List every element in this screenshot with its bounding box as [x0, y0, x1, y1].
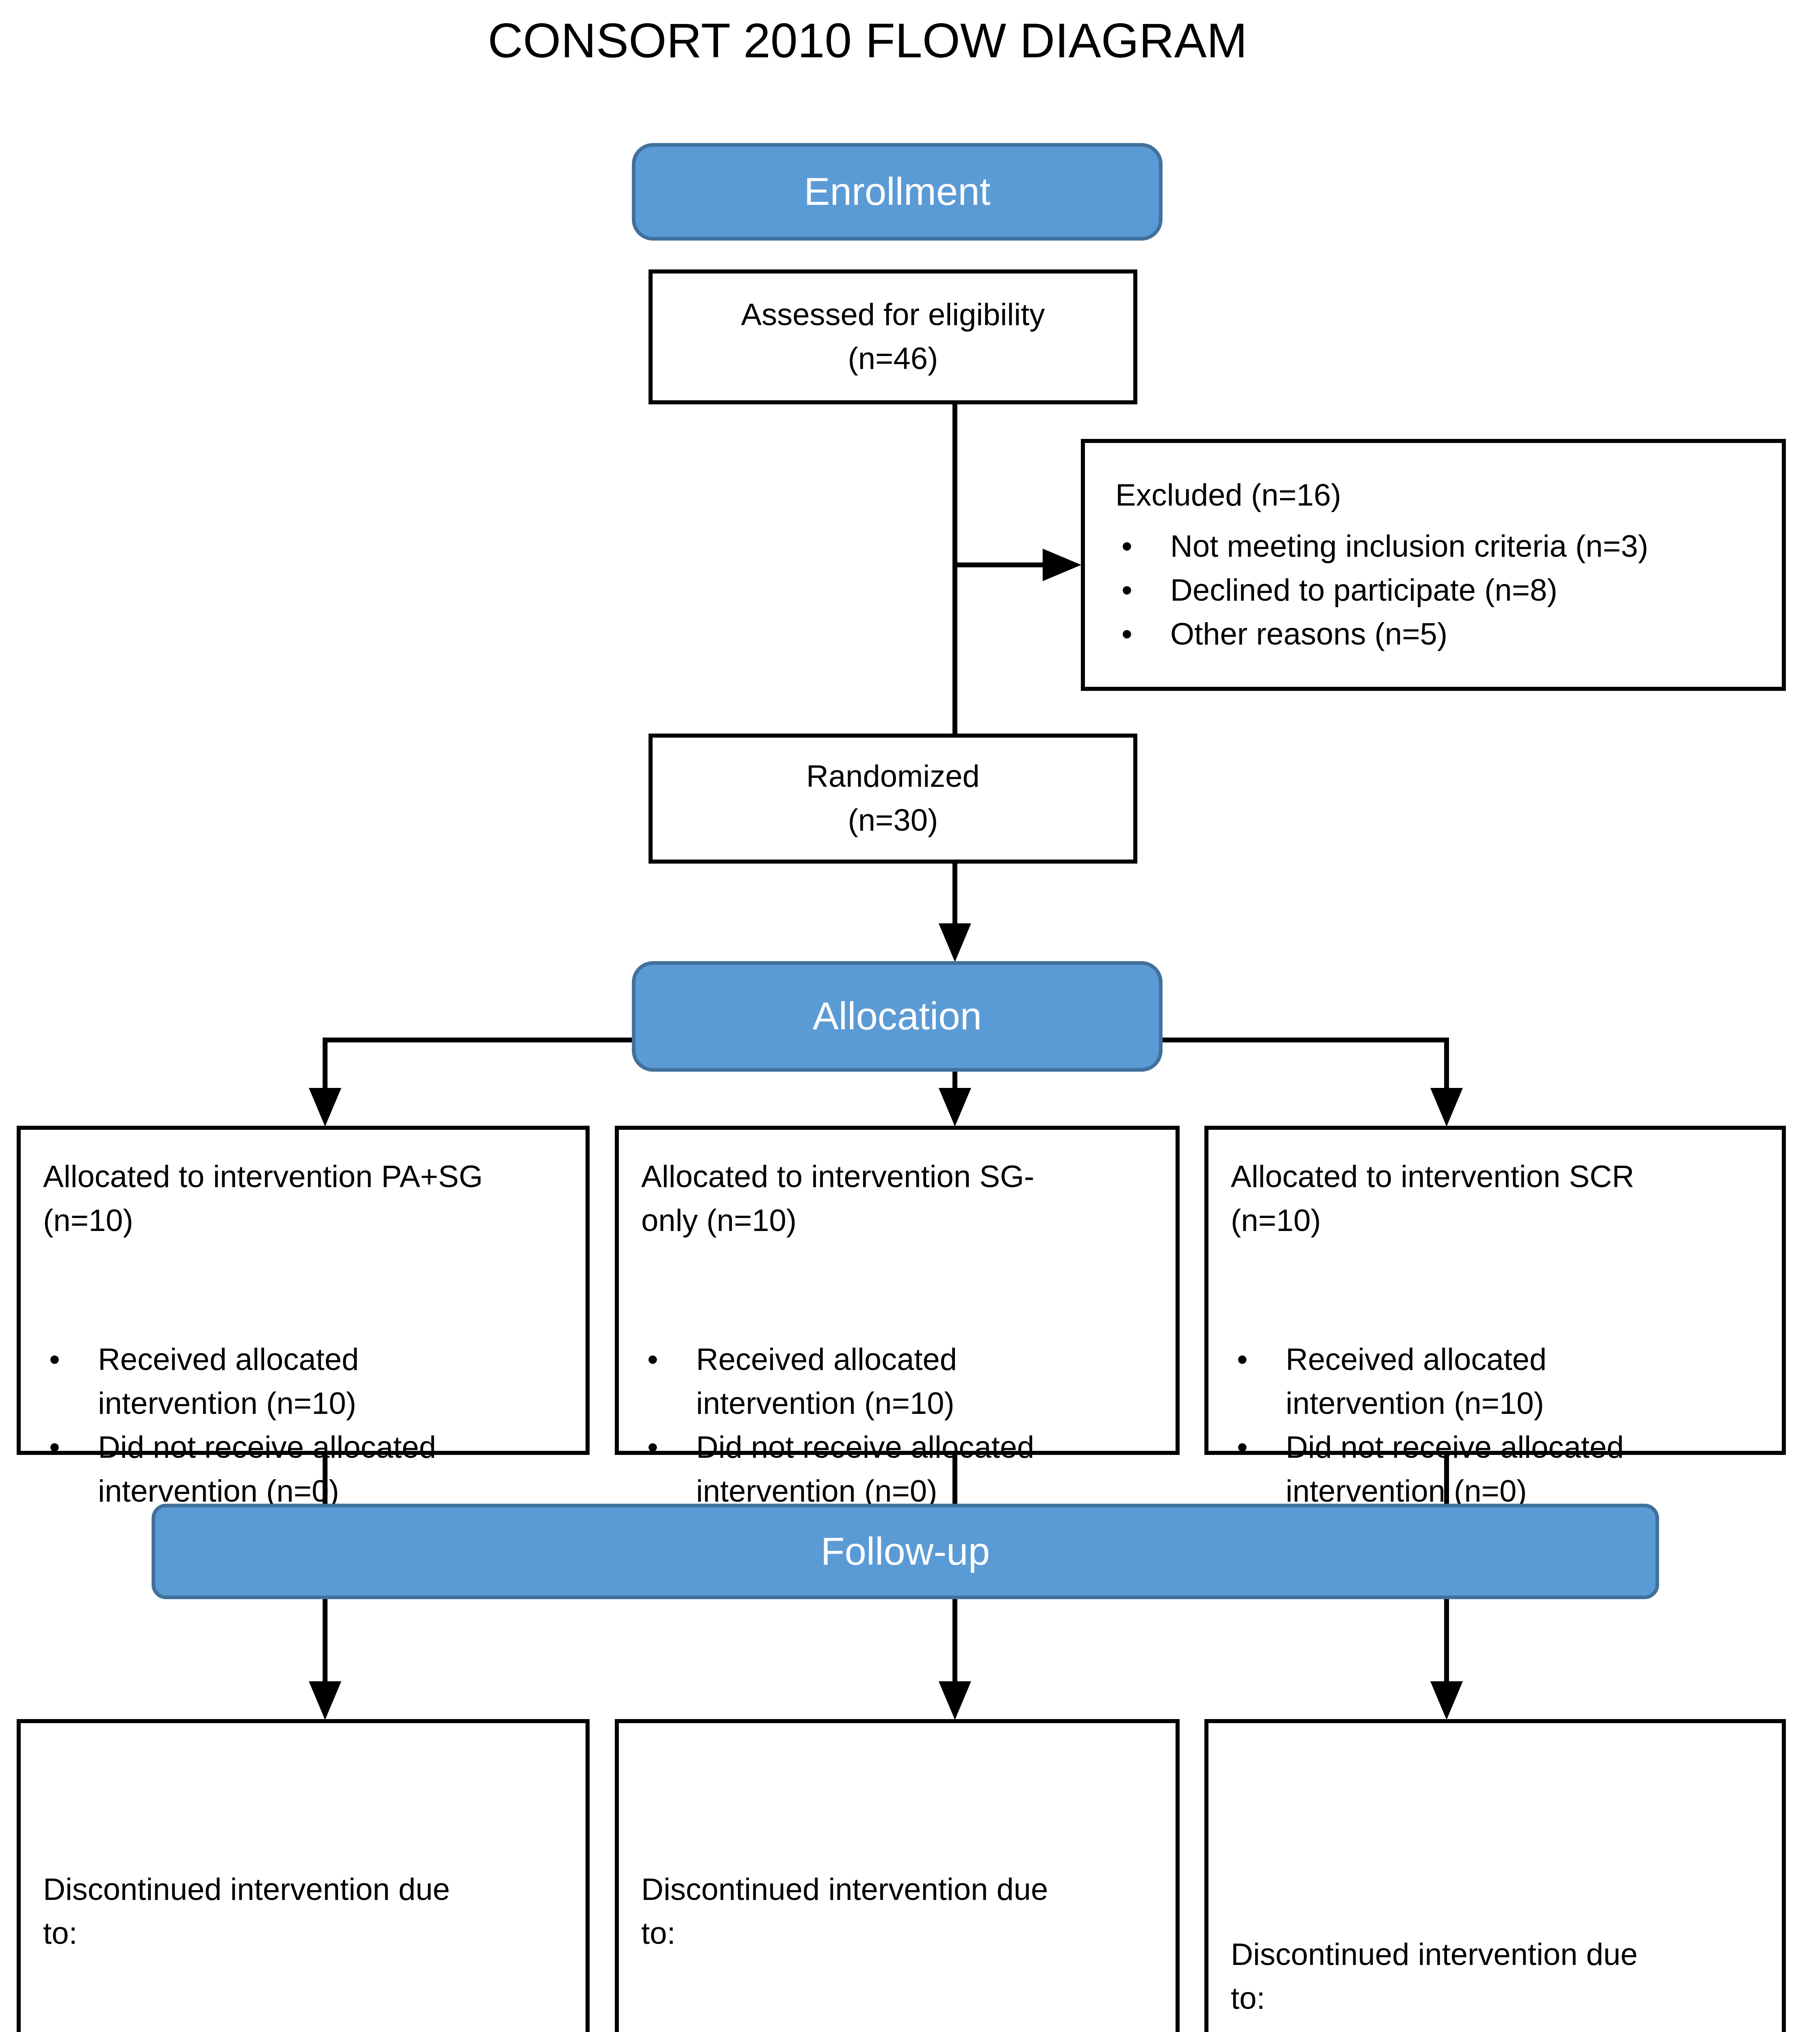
allocation-box-pasg: Allocated to intervention PA+SG(n=10) Re… [17, 1126, 590, 1509]
connector-line [952, 1455, 957, 1504]
stage-allocation-label: Allocation [812, 994, 982, 1038]
randomized-line1: Randomized [806, 759, 980, 794]
branch-line-left [323, 1038, 632, 1042]
connector-line [323, 1455, 328, 1504]
stage-followup: Follow-up [152, 1504, 1659, 1599]
arrowhead-down-alloc-right-icon [1430, 1088, 1463, 1127]
randomized-line2: (n=30) [848, 803, 938, 838]
arrowhead-down-fu-mid-icon [939, 1681, 971, 1720]
stage-followup-label: Follow-up [820, 1529, 990, 1573]
randomized-box: Randomized (n=30) [649, 734, 1137, 864]
drop-line-left [323, 1038, 328, 1090]
arrowhead-down-alloc-mid-icon [939, 1088, 971, 1127]
connector-to-excluded [952, 562, 1044, 567]
arrowhead-down-fu-left-icon [309, 1681, 341, 1720]
arrowhead-down-alloc-left-icon [309, 1088, 341, 1127]
arrowhead-right-excluded-icon [1043, 549, 1081, 581]
stage-enrollment-label: Enrollment [804, 170, 991, 213]
stage-allocation: Allocation [632, 961, 1163, 1072]
stage-enrollment: Enrollment [632, 143, 1163, 241]
excluded-box: Excluded (n=16) Not meeting inclusion cr… [1081, 439, 1786, 691]
allocation-box-sgonly: Allocated to intervention SG-only (n=10)… [615, 1126, 1180, 1509]
page-title: CONSORT 2010 FLOW DIAGRAM [488, 13, 1247, 68]
allocation-scr-title: Allocated to intervention SCR(n=10) [1231, 1159, 1634, 1238]
connector-assessed-randomized [952, 404, 957, 734]
connector-line [323, 1599, 328, 1687]
assessed-box: Assessed for eligibility (n=46) [649, 269, 1137, 404]
list-item: Not meeting inclusion criteria (n=3) [1122, 525, 1757, 569]
excluded-title: Excluded (n=16) [1115, 478, 1341, 512]
assessed-line2: (n=46) [848, 341, 938, 376]
allocation-pasg-title: Allocated to intervention PA+SG(n=10) [43, 1159, 483, 1238]
arrowhead-down-allocation-icon [939, 923, 971, 962]
assessed-line1: Assessed for eligibility [741, 297, 1045, 332]
drop-line-middle [952, 1072, 957, 1092]
allocation-sgonly-title: Allocated to intervention SG-only (n=10) [641, 1159, 1035, 1238]
list-item: Other reasons (n=5) [1122, 612, 1757, 656]
connector-line [952, 1599, 957, 1687]
connector-randomized-allocation [952, 864, 957, 929]
allocation-box-scr: Allocated to intervention SCR(n=10) Rece… [1204, 1126, 1786, 1509]
drop-line-right [1444, 1038, 1449, 1090]
excluded-list: Not meeting inclusion criteria (n=3) Dec… [1115, 525, 1757, 656]
list-item: Declined to participate (n=8) [1122, 569, 1757, 612]
arrowhead-down-fu-right-icon [1430, 1681, 1463, 1720]
connector-line [1444, 1599, 1449, 1687]
connector-line [1444, 1455, 1449, 1504]
branch-line-right [1163, 1038, 1449, 1042]
